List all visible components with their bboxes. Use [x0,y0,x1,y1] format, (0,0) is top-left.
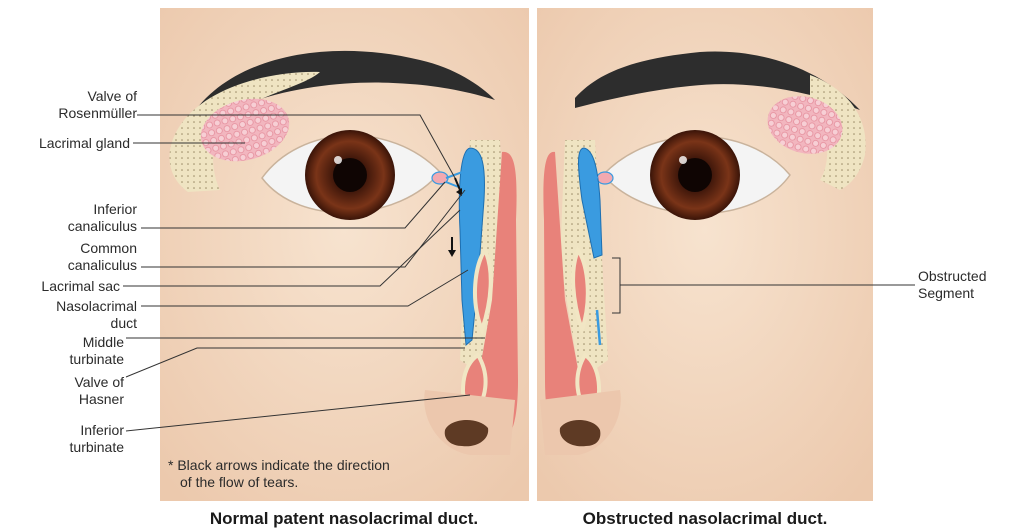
label-obstructed-segment-1: Obstructed [918,268,986,284]
footnote-line-2: of the flow of tears. [180,474,298,490]
label-valve-hasner-2: Hasner [79,391,124,407]
label-middle-turbinate-1: Middle [83,334,124,350]
label-valve-rosenmuller-1: Valve of [87,88,137,104]
right-eye-highlight [679,156,687,164]
caption-right: Obstructed nasolacrimal duct. [583,509,828,528]
right-punctum [597,172,613,184]
label-valve-hasner-1: Valve of [74,374,124,390]
label-nasolacrimal-duct-2: duct [111,315,138,331]
label-nasolacrimal-duct-1: Nasolacrimal [56,298,137,314]
label-inferior-canaliculus-2: canaliculus [68,218,137,234]
label-obstructed-segment-2: Segment [918,285,974,301]
label-inferior-turbinate-2: turbinate [70,439,125,455]
footnote-line-1: * Black arrows indicate the direction [168,457,390,473]
label-inferior-turbinate-1: Inferior [80,422,124,438]
label-middle-turbinate-2: turbinate [70,351,125,367]
right-panel [537,8,873,501]
label-common-canaliculus-2: canaliculus [68,257,137,273]
left-labels: Valve of Rosenmüller Lacrimal gland Infe… [39,88,137,455]
caption-left: Normal patent nasolacrimal duct. [210,509,478,528]
label-lacrimal-sac: Lacrimal sac [41,278,120,294]
left-eye-highlight [334,156,342,164]
label-inferior-canaliculus-1: Inferior [93,201,137,217]
label-common-canaliculus-1: Common [80,240,137,256]
label-valve-rosenmuller-2: Rosenmüller [58,105,137,121]
label-lacrimal-gland: Lacrimal gland [39,135,130,151]
left-punctum [432,172,448,184]
left-panel [160,8,529,501]
right-labels: Obstructed Segment [918,268,986,301]
